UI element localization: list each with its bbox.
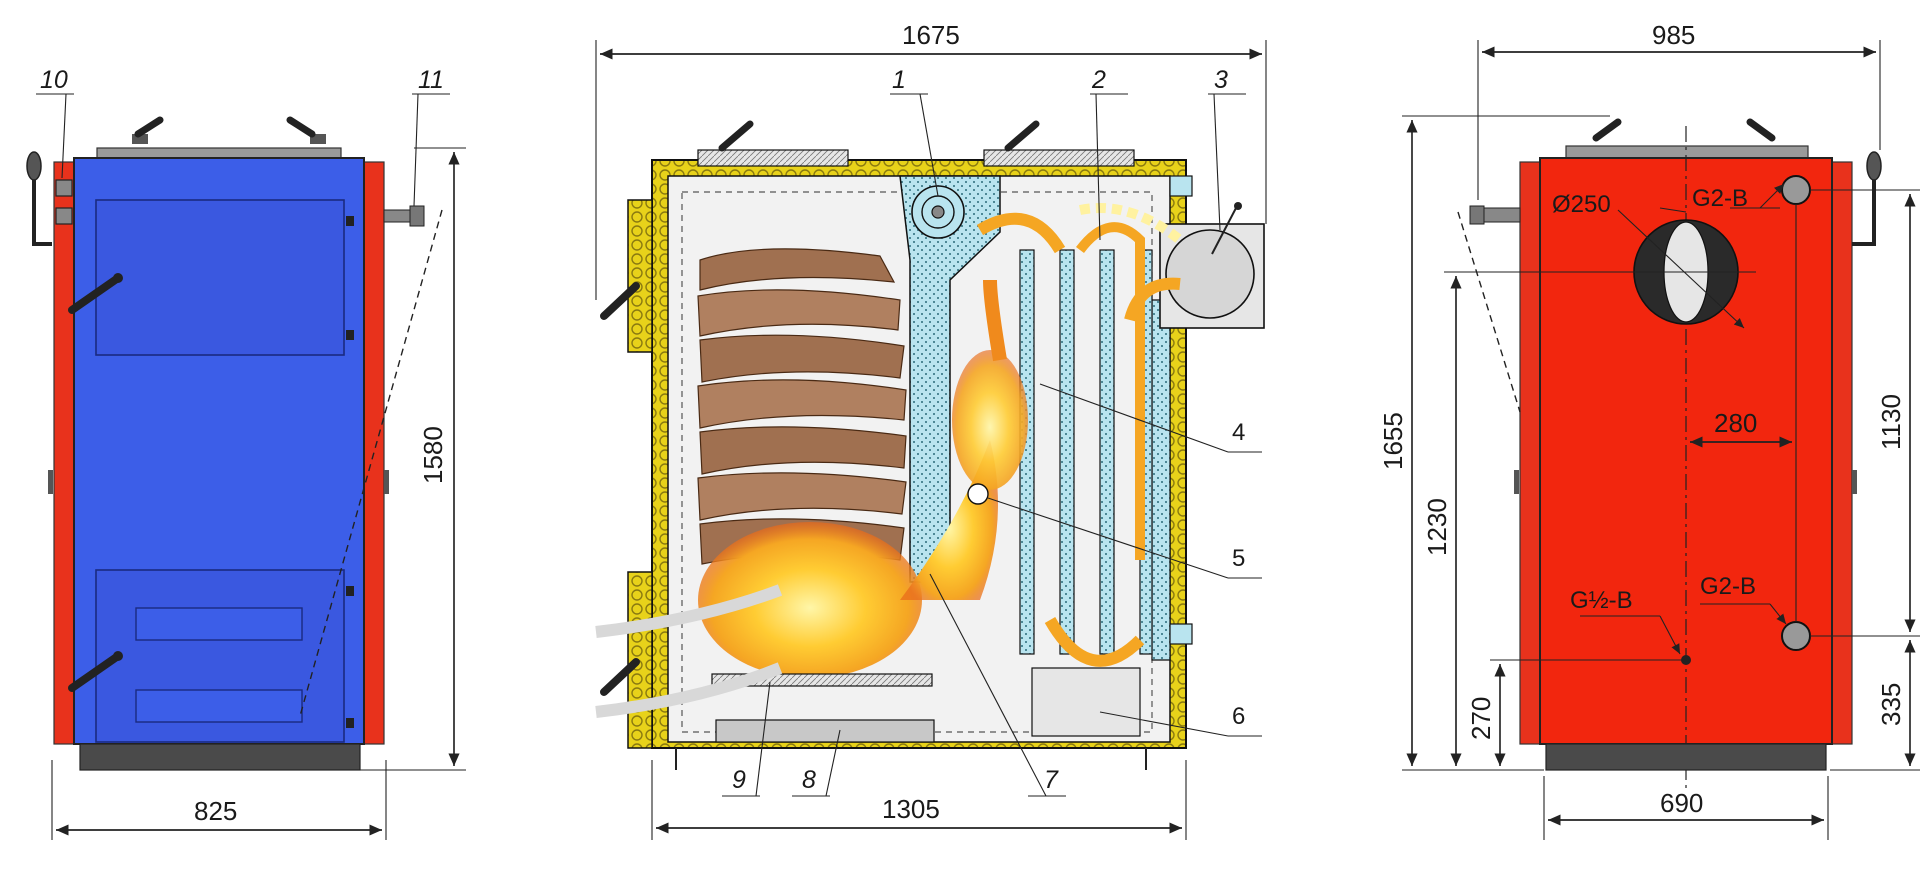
- air-nozzle-icon: [967, 483, 989, 505]
- section-view: 1 2 3 4 5 6 7 8 9 1675 1305: [595, 20, 1267, 840]
- flow-arrow-icon: [595, 662, 783, 718]
- draft-regulator-icon: [1469, 205, 1521, 225]
- upper-pipe-label: G2-B: [1692, 185, 1748, 212]
- rear-view: Ø250 G2-B G2-B G½-B 280 985 690 1655: [1378, 20, 1920, 840]
- top-cover-left: [697, 149, 849, 167]
- rear-drain-height-dimension: 270: [1466, 697, 1496, 740]
- fan-icon: [911, 185, 965, 239]
- callout-11: 11: [418, 66, 444, 94]
- air-slot-lower: [135, 689, 303, 723]
- water-jacket-center: [899, 175, 1001, 583]
- top-lid-handle-icon: [132, 116, 164, 144]
- pipe-connection-icon: [1781, 175, 1811, 205]
- draft-lever-icon: [26, 151, 52, 246]
- callout-10: 10: [40, 66, 68, 94]
- flow-arrow-icon: [1076, 222, 1145, 560]
- lower-pipe-label: G2-B: [1700, 573, 1756, 600]
- flow-arrow-icon: [983, 279, 1007, 362]
- front-width-dimension: 825: [194, 796, 237, 826]
- front-view: 10 11 825 1580: [26, 66, 466, 840]
- water-jacket-rear: [1151, 299, 1171, 661]
- flow-arrow-icon: [595, 584, 783, 638]
- rear-lower-pipe-height-dimension: 335: [1876, 683, 1906, 726]
- flow-arrow-icon: [976, 212, 1066, 254]
- regulator-chain: [299, 209, 443, 717]
- rear-upper-pipe-height-dimension: 1130: [1876, 394, 1906, 450]
- door-handle-icon: [68, 273, 123, 314]
- rear-left-side-panel: [1519, 161, 1543, 745]
- rear-total-height-dimension: 1655: [1378, 412, 1408, 470]
- flue-diameter-label: Ø250: [1552, 191, 1611, 218]
- flue-offset-dimension: 280: [1714, 408, 1757, 438]
- door-handle-icon: [68, 651, 123, 692]
- top-lid-handle-icon: [718, 120, 754, 152]
- draft-regulator-icon: [383, 205, 425, 227]
- callout-8: 8: [802, 766, 816, 794]
- callout-6: 6: [1232, 703, 1245, 730]
- gauge-icon: [55, 179, 73, 197]
- rear-base: [1545, 743, 1827, 771]
- rear-flue-height-dimension: 1230: [1422, 498, 1452, 556]
- callout-4: 4: [1232, 419, 1245, 446]
- loading-door: [95, 199, 345, 356]
- drain-label: G½-B: [1570, 587, 1633, 614]
- left-side-panel: [53, 161, 77, 745]
- fire-zone: [698, 522, 922, 678]
- gauge-icon: [55, 207, 73, 225]
- front-height-dimension: 1580: [418, 426, 448, 484]
- loading-door-section: [627, 199, 653, 353]
- ash-pan: [715, 719, 935, 743]
- ash-door-section: [627, 571, 653, 749]
- callout-1: 1: [892, 66, 906, 94]
- top-lid-handle-icon: [286, 116, 326, 144]
- top-lid-handle-icon: [1004, 120, 1040, 152]
- flow-arrow-icon: [1079, 203, 1184, 244]
- top-lid-handle-icon: [1746, 118, 1776, 142]
- heat-exchanger: [1019, 249, 1153, 655]
- flue-outlet-icon: [1159, 202, 1265, 329]
- section-body-width-dimension: 1305: [882, 794, 940, 824]
- section-callouts: 1 2 3 4 5 6 7 8 9: [722, 66, 1262, 797]
- door-handle-icon: [600, 658, 640, 696]
- pipe-connection-icon: [1781, 621, 1811, 651]
- rear-right-side-panel: [1829, 161, 1853, 745]
- callout-7: 7: [1044, 766, 1059, 794]
- flow-arrow-icon: [1044, 616, 1145, 667]
- right-side-panel: [361, 161, 385, 745]
- callout-5: 5: [1232, 545, 1245, 572]
- callout-9: 9: [732, 766, 746, 794]
- callout-2: 2: [1091, 66, 1106, 94]
- flow-arrow-icon: [1124, 277, 1181, 322]
- front-base: [79, 743, 361, 771]
- section-overall-width-dimension: 1675: [902, 20, 960, 50]
- top-lid-handle-icon: [1592, 118, 1622, 142]
- rear-overall-width-dimension: 985: [1652, 20, 1695, 50]
- cleaning-chamber: [1031, 667, 1141, 737]
- draft-lever-icon: [1852, 151, 1882, 246]
- rear-top-cover: [1565, 145, 1809, 159]
- callout-3: 3: [1214, 66, 1228, 94]
- rear-body-width-dimension: 690: [1660, 788, 1703, 818]
- air-slot-upper: [135, 607, 303, 641]
- top-cover: [96, 147, 342, 159]
- door-handle-icon: [600, 282, 640, 320]
- top-cover-right: [983, 149, 1135, 167]
